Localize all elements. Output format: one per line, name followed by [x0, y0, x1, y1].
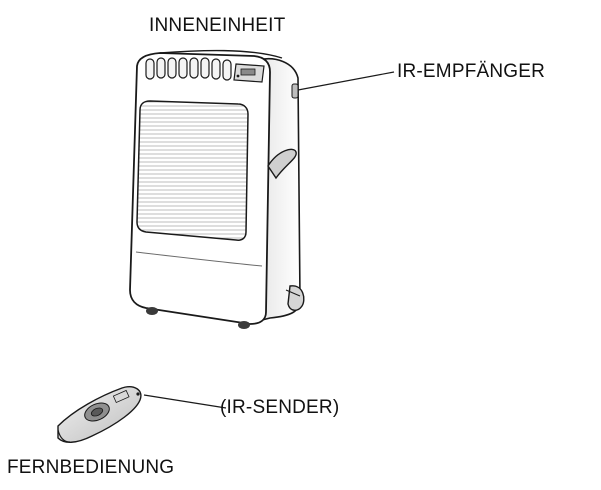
- ir-sender-label: (IR-SENDER): [220, 397, 340, 418]
- front-grille: [136, 100, 249, 241]
- front-foot-right: [238, 321, 250, 329]
- remote-center-button: [90, 407, 104, 417]
- top-vents: [145, 57, 232, 81]
- ir-receiver-leader-line: [297, 71, 395, 91]
- front-foot-left: [146, 307, 158, 315]
- remote-control-label: FERNBEDIENUNG: [7, 457, 175, 478]
- ir-receiver-label: IR-EMPFÄNGER: [397, 61, 546, 82]
- unit-top-edge: [159, 49, 283, 59]
- ir-receiver-window: [291, 83, 299, 99]
- indoor-unit-label: INNENEINHEIT: [149, 15, 286, 36]
- remote-front-edge: [57, 429, 71, 443]
- lower-panel-seam: [135, 251, 263, 267]
- control-panel: [233, 63, 265, 83]
- indoor-unit: [129, 49, 305, 329]
- remote-display: [112, 389, 130, 404]
- rear-wheel: [285, 285, 305, 311]
- ir-sender-leader-line: [143, 394, 227, 409]
- remote-control: [57, 386, 142, 443]
- remote-ir-emitter: [136, 392, 140, 396]
- side-handle: [267, 148, 297, 180]
